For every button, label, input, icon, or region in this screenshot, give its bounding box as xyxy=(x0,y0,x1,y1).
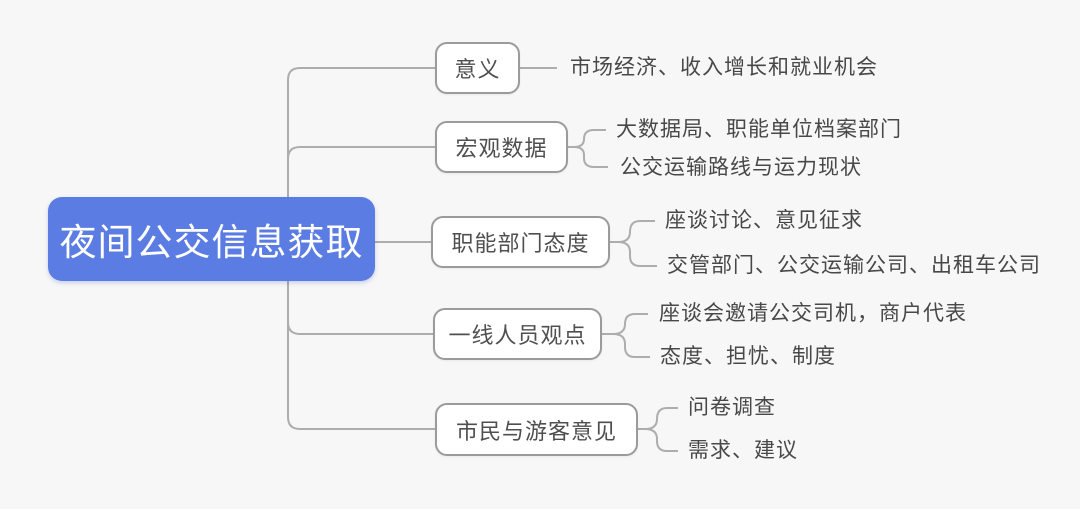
branch-node-department-attitude[interactable]: 职能部门态度 xyxy=(431,216,610,268)
branch-node-macro-data[interactable]: 宏观数据 xyxy=(435,121,568,173)
leaf-node-frontline-1[interactable]: 座谈会邀请公交司机，商户代表 xyxy=(659,302,967,325)
leaf-node-department-2[interactable]: 交管部门、公交运输公司、出租车公司 xyxy=(667,254,1041,277)
leaf-node-macro-data-2[interactable]: 公交运输路线与运力现状 xyxy=(620,156,862,179)
root-node[interactable]: 夜间公交信息获取 xyxy=(48,197,375,281)
connector-frontline-child-2 xyxy=(602,333,650,358)
branch-node-public-opinion[interactable]: 市民与游客意见 xyxy=(435,403,638,456)
connector-macro-data-child-1 xyxy=(568,129,606,148)
connector-root-to-macro-data xyxy=(287,146,435,198)
leaf-node-public-1[interactable]: 问卷调查 xyxy=(688,396,776,419)
connector-root-to-frontline-views xyxy=(287,280,433,335)
leaf-node-frontline-2[interactable]: 态度、担忧、制度 xyxy=(660,345,836,368)
connector-public-child-2 xyxy=(638,428,678,452)
connector-public-child-1 xyxy=(638,407,678,430)
connector-department-child-1 xyxy=(610,220,655,243)
leaf-node-significance-1[interactable]: 市场经济、收入增长和就业机会 xyxy=(570,56,878,79)
leaf-node-public-2[interactable]: 需求、建议 xyxy=(688,439,798,462)
leaf-node-department-1[interactable]: 座谈讨论、意见征求 xyxy=(665,209,863,232)
connector-macro-data-child-2 xyxy=(568,146,608,168)
leaf-node-macro-data-1[interactable]: 大数据局、职能单位档案部门 xyxy=(616,118,902,141)
branch-node-significance[interactable]: 意义 xyxy=(435,42,520,94)
branch-node-frontline-views[interactable]: 一线人员观点 xyxy=(433,308,602,360)
connector-root-to-public-opinion xyxy=(287,280,435,430)
connector-root-to-significance xyxy=(287,67,435,198)
connector-frontline-child-1 xyxy=(602,313,648,335)
connector-department-child-2 xyxy=(610,241,657,267)
